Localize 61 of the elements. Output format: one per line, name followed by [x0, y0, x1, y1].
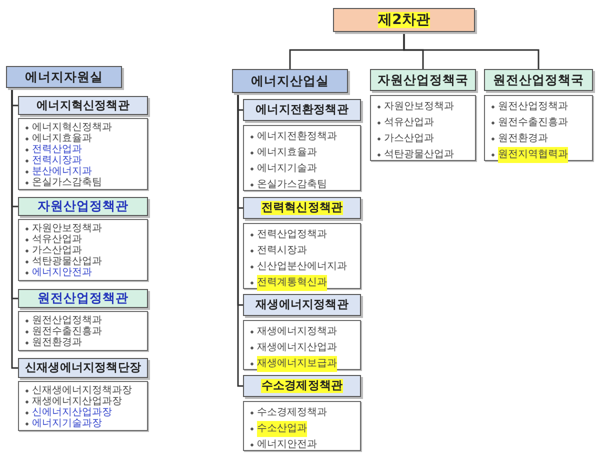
- division-name: 재생에너지보급과: [248, 356, 337, 372]
- heading: 전력혁신정책관: [261, 201, 343, 215]
- division-name: 수소산업과: [248, 421, 307, 437]
- division-name: 분산에너지과: [23, 166, 92, 177]
- division-name: 원전환경과: [23, 337, 82, 348]
- heading: 에너지전환정책관: [256, 103, 348, 117]
- division-list-box: [18, 219, 148, 281]
- connector-line: [237, 93, 243, 387]
- heading: 원전산업정책관: [38, 291, 128, 306]
- division-name: 원전산업정책과: [23, 315, 102, 326]
- division-list-box: [18, 311, 148, 351]
- division-list-box: [243, 223, 361, 289]
- director-box: [18, 358, 148, 378]
- division-list-box: [18, 118, 148, 190]
- division-name: 전력계통혁신과: [248, 275, 327, 291]
- heading: 재생에너지정책관: [256, 298, 348, 312]
- division-name: 전력시장과: [23, 155, 82, 166]
- division-name: 재생에너지산업과장: [23, 396, 122, 407]
- office-box: [6, 66, 122, 88]
- heading: 원전산업정책국: [493, 72, 584, 88]
- connector-line: [11, 88, 18, 369]
- director-box: [243, 375, 361, 397]
- division-list-box: [18, 381, 148, 431]
- division-name: 가스산업과: [23, 245, 82, 256]
- heading: 에너지자원실: [25, 70, 103, 84]
- bureau-box: [484, 69, 593, 91]
- division-list-box: [243, 125, 361, 191]
- director-box: [243, 197, 361, 219]
- heading: 신재생에너지정책단장: [24, 361, 141, 375]
- division-name: 에너지안전과: [23, 267, 92, 278]
- division-name: 신재생에너지정책과장: [23, 385, 132, 396]
- division-list-box: [370, 95, 476, 161]
- connector-line: [403, 32, 540, 69]
- director-box: [18, 289, 148, 308]
- title-box: [333, 8, 475, 32]
- division-name: 에너지기술과장: [23, 418, 102, 429]
- division-name: 에너지효율과: [23, 133, 92, 144]
- division-name: 에너지혁신정책과: [23, 122, 112, 133]
- division-list-box: [243, 401, 361, 451]
- division-name: 원전지역협력과: [489, 147, 568, 163]
- division-name: 자원안보정책과: [23, 223, 102, 234]
- division-list-box: [243, 320, 361, 370]
- division-name: 원전수출진흥과: [23, 326, 102, 337]
- heading: 자원산업정책국: [378, 72, 468, 88]
- division-name: 전력산업과: [23, 144, 82, 155]
- director-box: [243, 99, 361, 121]
- division-list-box: [484, 95, 593, 161]
- division-name: 석유산업과: [23, 234, 82, 245]
- director-box: [18, 197, 148, 216]
- division-name: 신에너지산업과장: [23, 407, 112, 418]
- heading: 제2차관: [378, 12, 430, 28]
- director-box: [243, 294, 361, 316]
- heading: 에너지산업실: [251, 74, 329, 88]
- heading: 자원산업정책관: [38, 199, 128, 214]
- heading: 수소경제정책관: [261, 379, 343, 393]
- bureau-box: [370, 69, 476, 91]
- heading: 에너지혁신정책관: [36, 98, 130, 112]
- office-box: [232, 69, 348, 93]
- director-box: [18, 96, 148, 115]
- division-name: 석탄광물산업과: [23, 256, 102, 267]
- division-name: 온실가스감축팀: [23, 177, 102, 188]
